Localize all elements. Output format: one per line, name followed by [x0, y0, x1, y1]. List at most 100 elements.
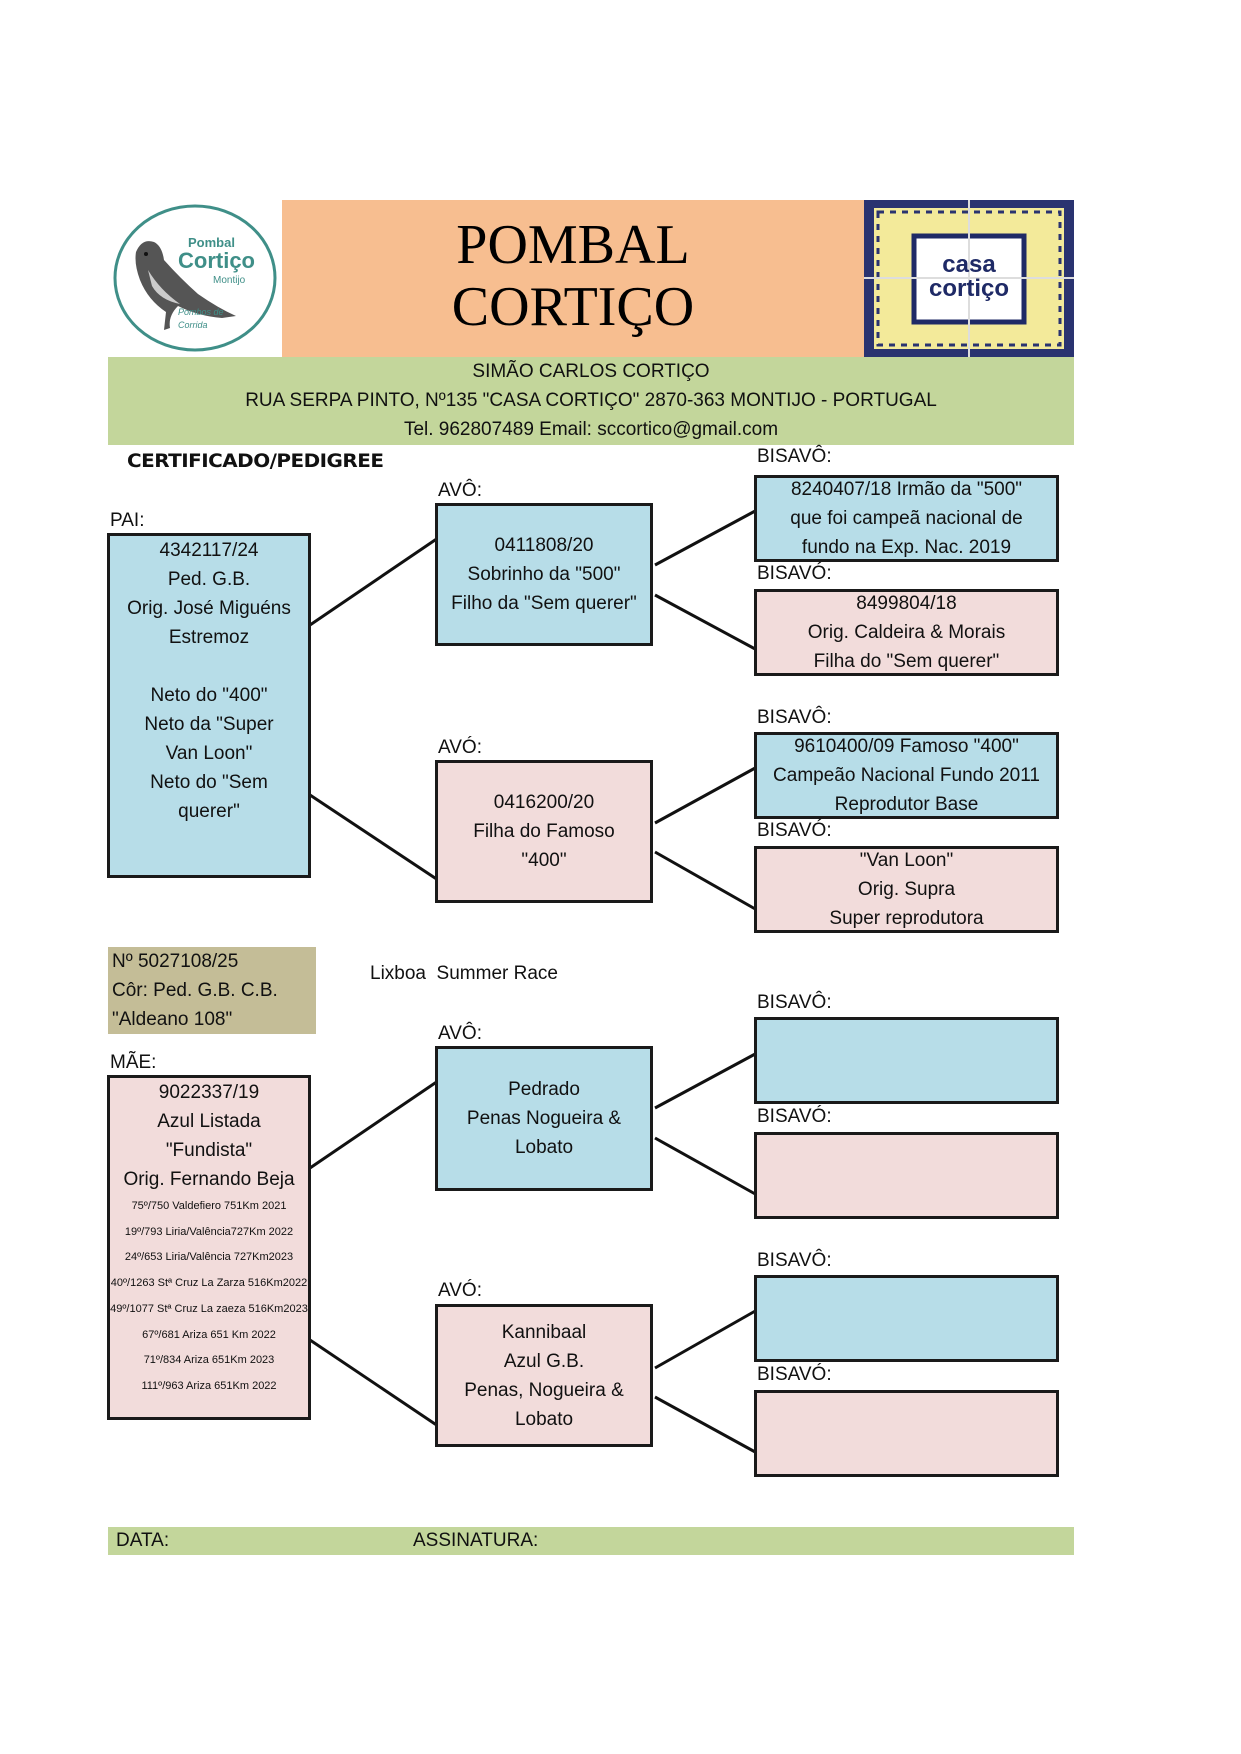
- avo-line: Sobrinho da "500": [467, 564, 621, 585]
- mae-line: Orig. Fernando Beja: [123, 1169, 295, 1190]
- tile-text-2: cortiço: [928, 275, 1009, 302]
- avo-line: Filho da "Sem querer": [451, 593, 637, 614]
- bisavo-line: Orig. Caldeira & Morais: [807, 622, 1006, 643]
- bisavo-line: Reprodutor Base: [834, 794, 979, 815]
- label-bisavo-7: BISAVÔ:: [757, 1250, 832, 1271]
- avo-line: Azul G.B.: [503, 1350, 585, 1372]
- bisavo-line: Super reprodutora: [829, 908, 984, 929]
- label-avo-materno: AVÔ:: [438, 1023, 482, 1044]
- avo-line: Pedrado: [508, 1079, 580, 1100]
- label-bisavo-6: BISAVÓ:: [757, 1106, 832, 1127]
- bisavo-line: Campeão Nacional Fundo 2011: [773, 765, 1040, 786]
- title-line-2: CORTIÇO: [451, 276, 695, 338]
- owner-contact: Tel. 962807489 Email: sccortico@gmail.co…: [403, 419, 779, 440]
- label-bisavo-5: BISAVÔ:: [757, 992, 832, 1013]
- owner-name: SIMÃO CARLOS CORTIÇO: [472, 361, 710, 382]
- club-logo: Pombal Cortiço Montijo Pombos de Corrida: [108, 200, 282, 357]
- title-banner: [282, 200, 864, 357]
- connector-avo1-bis2: [654, 593, 758, 652]
- race-result: 71º/834 Ariza 651Km 2023: [143, 1354, 275, 1367]
- connector-pai-avo: [309, 536, 439, 627]
- pai-line: Estremoz: [168, 627, 250, 648]
- subject-name: "Aldeano 108": [112, 1009, 233, 1030]
- connector-avo4-bis7: [654, 1308, 758, 1370]
- pai-line: Neto do "400": [150, 685, 268, 706]
- bisavo-line: 8240407/18 Irmão da "500": [790, 479, 1023, 500]
- label-pai: PAI:: [110, 510, 145, 531]
- connector-avo2-bis4: [654, 850, 758, 912]
- bisavo-line: "Van Loon": [859, 850, 954, 871]
- label-mae: MÃE:: [110, 1052, 157, 1073]
- pai-line: Neto do "Sem: [150, 772, 268, 793]
- connector-avo3-bis6: [654, 1136, 758, 1197]
- race-result: 75º/750 Valdefiero 751Km 2021: [131, 1200, 287, 1212]
- label-bisavo-8: BISAVÓ:: [757, 1364, 832, 1385]
- pai-line: Ped. G.B.: [167, 569, 251, 590]
- subject-info-box: Nº 5027108/25 Côr: Ped. G.B. C.B. "Aldea…: [108, 947, 316, 1034]
- connector-avo2-bis3: [654, 765, 758, 825]
- race-result: 111º/963 Ariza 651Km 2022: [141, 1379, 277, 1392]
- bisavo-line: fundo na Exp. Nac. 2019: [801, 537, 1012, 558]
- race-text: Lixboa Summer Race: [370, 963, 558, 984]
- signature-label: ASSINATURA:: [413, 1530, 539, 1551]
- race-result: 19º/793 Liria/Valência727Km 2022: [124, 1225, 294, 1238]
- bisavo-1-box: 8240407/18 Irmão da "500"que foi campeã …: [754, 475, 1059, 562]
- logo-tagline-1: Pombos de: [178, 307, 224, 317]
- pigeon-logo-icon: [113, 204, 277, 352]
- bisavo-line: Orig. Supra: [857, 879, 956, 900]
- avo-line: 0411808/20: [494, 535, 594, 556]
- page-title: POMBAL CORTIÇO: [282, 214, 864, 338]
- mae-line: Azul Listada: [157, 1111, 261, 1132]
- avo-line: Penas, Nogueira &: [464, 1379, 624, 1401]
- connector-mae-avo: [309, 1079, 439, 1170]
- label-bisavo-3: BISAVÔ:: [757, 707, 832, 728]
- race-result: 49º/1077 Stª Cruz La zaeza 516Km2023: [110, 1302, 308, 1315]
- connector-pai-avo-f: [309, 793, 439, 882]
- avo-line: Kannibaal: [501, 1321, 587, 1343]
- bisavo-6-box: [754, 1132, 1059, 1219]
- subject-color: Côr: Ped. G.B. C.B.: [112, 980, 278, 1001]
- connector-avo1-bis1: [654, 508, 758, 567]
- label-bisavo-4: BISAVÓ:: [757, 820, 832, 841]
- race-result: 40º/1263 Stª Cruz La Zarza 516Km2022: [110, 1277, 308, 1290]
- avo-line: Lobato: [514, 1137, 574, 1158]
- bisavo-line: 9610400/09 Famoso "400": [794, 736, 1019, 757]
- title-line-1: POMBAL: [456, 214, 690, 276]
- label-avo-paterna: AVÓ:: [438, 737, 482, 758]
- tile-text-1: casa: [942, 251, 996, 278]
- pai-line: 4342117/24: [159, 540, 259, 561]
- avo-line: Penas Nogueira &: [466, 1108, 622, 1129]
- mae-line: "Fundista": [165, 1140, 253, 1161]
- pai-line: [206, 652, 211, 681]
- bisavo-line: 8499804/18: [856, 593, 957, 614]
- connector-avo3-bis5: [654, 1051, 758, 1110]
- connector-mae-avo-f: [309, 1338, 439, 1428]
- avo-line: "400": [521, 850, 567, 871]
- date-label: DATA:: [116, 1530, 170, 1551]
- signature-band: DATA: ASSINATURA:: [108, 1527, 1074, 1555]
- avo-line: Lobato: [514, 1408, 574, 1430]
- label-avo-materna: AVÓ:: [438, 1280, 482, 1301]
- race-result: 24º/653 Liria/Valência 727Km2023: [124, 1251, 294, 1264]
- subject-ring: Nº 5027108/25: [112, 951, 239, 972]
- pai-line: Orig. José Miguéns: [127, 598, 291, 619]
- logo-montijo: Montijo: [213, 275, 246, 286]
- logo-pombal: Pombal: [188, 235, 235, 250]
- logo-cortico: Cortiço: [178, 248, 255, 273]
- race-result: 67º/681 Ariza 651 Km 2022: [142, 1328, 276, 1341]
- owner-address: RUA SERPA PINTO, Nº135 "CASA CORTIÇO" 28…: [245, 390, 937, 411]
- connector-avo4-bis8: [654, 1395, 758, 1455]
- azulejo-tile-icon: casa cortiço: [864, 200, 1074, 357]
- mae-line: 9022337/19: [158, 1082, 260, 1103]
- bisavo-7-box: [754, 1275, 1059, 1362]
- pai-line: querer": [178, 801, 240, 822]
- bisavo-line: Filha do "Sem querer": [813, 651, 1000, 672]
- bisavo-8-box: [754, 1390, 1059, 1477]
- avo-line: 0416200/20: [493, 792, 595, 813]
